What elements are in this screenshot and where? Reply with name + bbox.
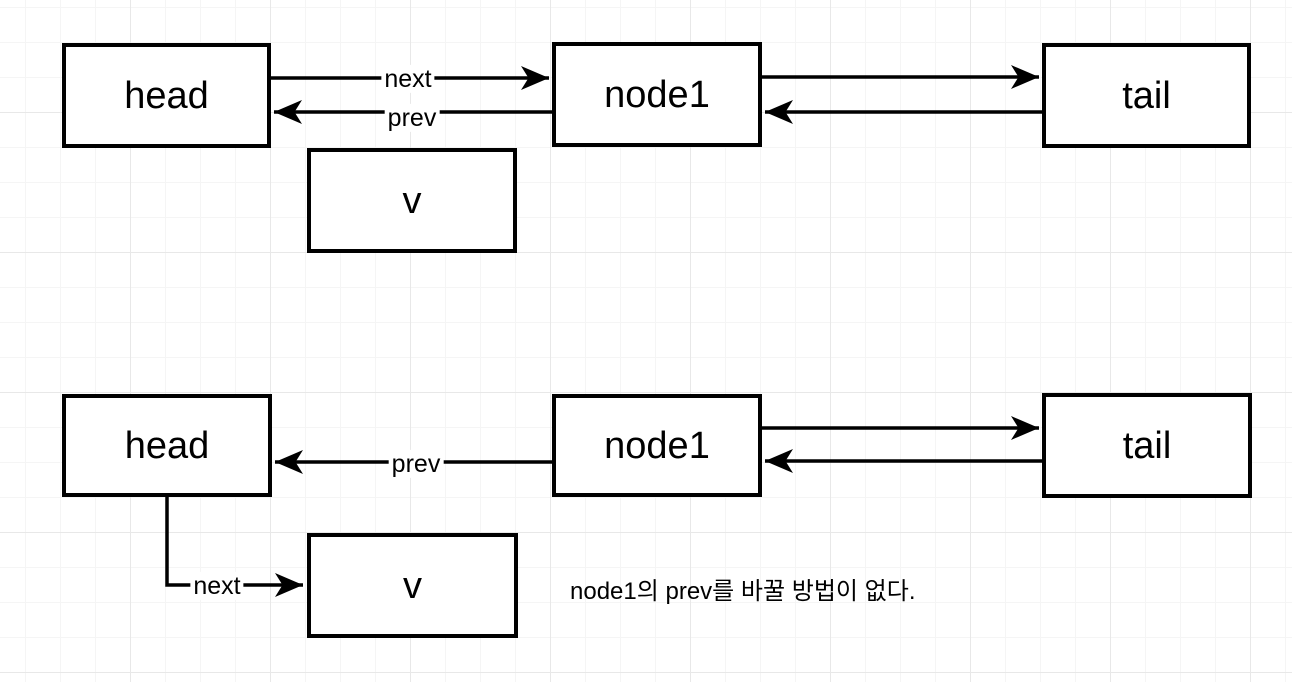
top-node1-box[interactable]: node1 — [552, 42, 762, 147]
bottom-node1-box[interactable]: node1 — [552, 394, 762, 497]
bottom-v-label: v — [403, 564, 422, 607]
bottom-v-box[interactable]: v — [307, 533, 518, 638]
edge-bottom-head-to-v-next[interactable] — [165, 495, 303, 597]
top-next-edge-label[interactable]: next — [381, 64, 435, 94]
top-prev-edge-label[interactable]: prev — [384, 103, 440, 133]
bottom-head-box[interactable]: head — [62, 394, 272, 497]
bottom-prev-edge-label[interactable]: prev — [388, 449, 444, 479]
top-v-label: v — [402, 179, 422, 222]
top-head-label: head — [124, 74, 209, 117]
bottom-tail-label: tail — [1122, 424, 1172, 467]
annotation-text[interactable]: node1의 prev를 바꿀 방법이 없다. — [570, 578, 916, 605]
top-tail-box[interactable]: tail — [1042, 43, 1251, 148]
top-tail-label: tail — [1122, 74, 1171, 117]
bottom-head-label: head — [124, 424, 210, 467]
bottom-next-edge-label[interactable]: next — [190, 571, 244, 601]
top-v-box[interactable]: v — [307, 148, 517, 253]
bottom-tail-box[interactable]: tail — [1042, 393, 1252, 498]
bottom-node1-label: node1 — [604, 424, 710, 467]
top-node1-label: node1 — [604, 73, 710, 116]
top-head-box[interactable]: head — [62, 43, 271, 148]
